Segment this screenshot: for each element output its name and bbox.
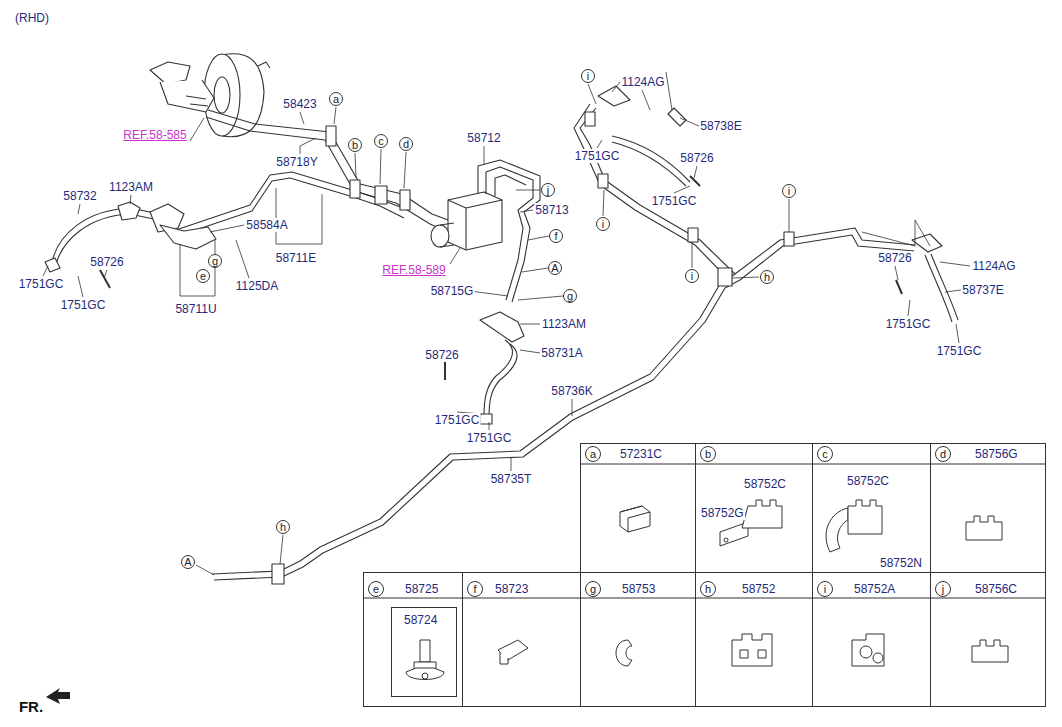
part-number: 1751GC xyxy=(574,149,621,163)
part-number: 58753 xyxy=(621,582,656,596)
cell-letter: j xyxy=(935,581,951,597)
callout-letter: f xyxy=(549,229,563,243)
callout-letter: c xyxy=(374,134,388,148)
part-number: 58732 xyxy=(62,189,97,203)
callout-letter: a xyxy=(329,92,343,106)
front-direction-marker: FR. xyxy=(18,700,44,714)
part-number: 58724 xyxy=(403,613,438,627)
part-number: 58756C xyxy=(974,582,1018,596)
part-number: 58731A xyxy=(540,346,583,360)
part-number: 58711E xyxy=(275,251,317,265)
part-number: 1751GC xyxy=(18,277,65,291)
part-number: 58726 xyxy=(877,251,912,265)
cell-letter: h xyxy=(700,581,716,597)
part-number: 1124AG xyxy=(971,259,1016,273)
parts-table-cell: f 58723 xyxy=(462,572,581,707)
part-number: 58723 xyxy=(494,582,529,596)
callout-letter: i xyxy=(685,269,699,283)
part-number: 58712 xyxy=(466,131,501,145)
parts-table-cell: b 58752C 58752G xyxy=(695,443,813,573)
part-number: 58726 xyxy=(424,348,459,362)
callout-letter: b xyxy=(348,138,362,152)
callout-letter: j xyxy=(541,183,555,197)
part-number: 58752N xyxy=(879,556,923,570)
part-number: 58752 xyxy=(741,582,776,596)
part-number: 58752C xyxy=(846,474,890,488)
part-number: 58725 xyxy=(404,582,439,596)
part-number: 1751GC xyxy=(434,413,481,427)
cell-letter: b xyxy=(700,446,716,462)
part-number: 58756G xyxy=(974,447,1019,461)
part-number: 58726 xyxy=(679,151,714,165)
part-number: 1751GC xyxy=(466,431,513,445)
part-number: 1123AM xyxy=(541,317,587,331)
part-number: 1751GC xyxy=(936,344,983,358)
callout-letter: i xyxy=(596,217,610,231)
parts-table-cell: g 58753 xyxy=(580,572,696,707)
callout-letter: h xyxy=(760,270,774,284)
cell-letter: c xyxy=(817,446,833,462)
parts-table-cell: i 58752A xyxy=(812,572,931,707)
parts-table-cell: h 58752 xyxy=(695,572,813,707)
parts-table-cell: a 57231C xyxy=(580,443,696,573)
part-number: 58737E xyxy=(961,283,1004,297)
callout-letter: h xyxy=(276,520,290,534)
parts-table-cell: j 58756C xyxy=(930,572,1046,707)
part-number: 58736K xyxy=(550,384,593,398)
parts-table-cell: c 58752C 58752N xyxy=(812,443,931,573)
part-number: 58752G xyxy=(700,506,745,520)
cell-letter: d xyxy=(935,446,951,462)
reference-link: REF.58-585 xyxy=(122,128,187,142)
callout-letter: A xyxy=(181,555,195,569)
callout-letter: g xyxy=(208,254,222,268)
callout-letter: A xyxy=(548,261,562,275)
part-number: 1123AM xyxy=(108,180,154,194)
part-detail-box: 58724 xyxy=(391,607,457,697)
reference-link: REF.58-589 xyxy=(381,263,446,277)
part-number: 58711U xyxy=(174,302,217,316)
part-number: 58738E xyxy=(699,119,742,133)
cell-letter: i xyxy=(817,581,833,597)
part-number: 1751GC xyxy=(885,317,932,331)
part-number: 1125DA xyxy=(235,279,279,293)
cell-letter: g xyxy=(585,581,601,597)
callout-letter: d xyxy=(399,137,413,151)
part-number: 58718Y xyxy=(275,155,318,169)
part-number: 1124AG xyxy=(620,75,665,89)
part-number: 58752A xyxy=(853,582,896,596)
cell-letter: a xyxy=(585,446,601,462)
callout-letter: e xyxy=(196,269,210,283)
callout-letter: i xyxy=(581,69,595,83)
callout-letter: i xyxy=(782,184,796,198)
cell-letter: f xyxy=(467,581,483,597)
part-number: 58735T xyxy=(490,472,533,486)
part-number: (RHD) xyxy=(14,11,50,25)
cell-letter: e xyxy=(368,581,384,597)
part-number: 57231C xyxy=(619,447,663,461)
part-number: 58584A xyxy=(245,218,288,232)
part-number: 1751GC xyxy=(651,194,698,208)
part-number: 58752C xyxy=(743,477,787,491)
callout-letter: g xyxy=(563,289,577,303)
part-number: 58715G xyxy=(430,284,475,298)
parts-table-cell: d 58756G xyxy=(930,443,1046,573)
part-number: 58713 xyxy=(534,203,569,217)
parts-table-cell: e 58725 58724 xyxy=(363,572,463,707)
part-number: 58423 xyxy=(282,97,317,111)
part-number: 58726 xyxy=(89,255,124,269)
part-number: 1751GC xyxy=(60,298,107,312)
